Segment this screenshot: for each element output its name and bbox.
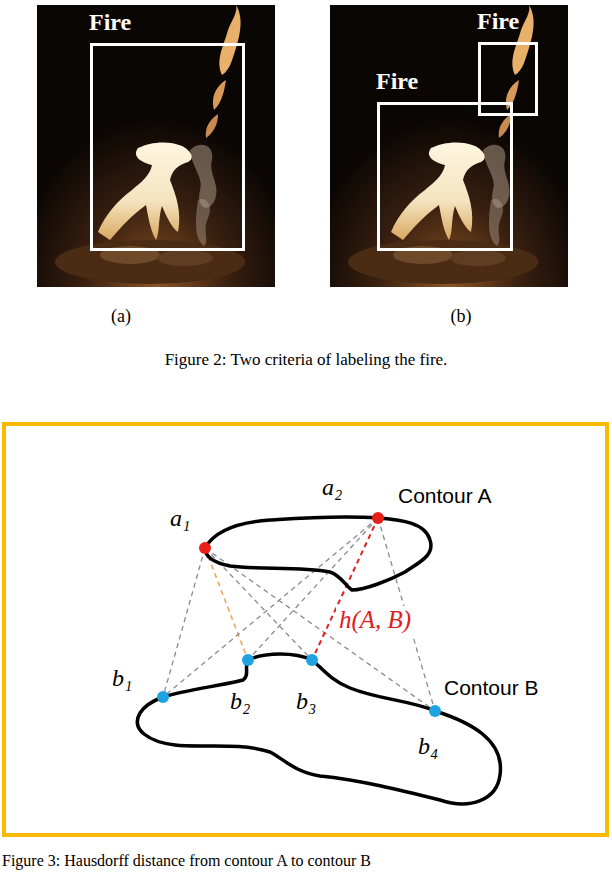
point-label: b₂ xyxy=(230,688,250,716)
contour-point xyxy=(157,691,169,703)
panel-letter: (a) xyxy=(111,306,131,327)
box-label: Fire xyxy=(376,69,418,93)
box-label: Fire xyxy=(89,10,131,34)
bounding-box: Fire xyxy=(90,43,245,251)
distance-lines xyxy=(163,518,435,711)
contour-points xyxy=(157,512,441,717)
contour-point xyxy=(242,654,254,666)
point-label: b₁ xyxy=(112,665,132,693)
point-label: b₄ xyxy=(418,733,438,761)
point-label: a₁ xyxy=(170,505,190,533)
contour-point xyxy=(372,512,384,524)
fire-photo xyxy=(330,5,568,287)
box-label: Fire xyxy=(477,9,519,33)
figure-caption: Figure 2: Two criteria of labeling the f… xyxy=(165,350,448,370)
bounding-box: Fire xyxy=(377,102,513,251)
fire-photo xyxy=(37,5,275,287)
contour-point xyxy=(306,654,318,666)
contour-outline xyxy=(205,517,431,590)
distance-line xyxy=(163,548,205,697)
contour-point xyxy=(199,542,211,554)
distance-label: h(A, B) xyxy=(336,606,414,635)
figure-caption: Figure 3: Hausdorff distance from contou… xyxy=(2,852,371,870)
figure-frame xyxy=(4,424,607,835)
point-label: a₂ xyxy=(322,474,342,502)
point-label: b₃ xyxy=(296,688,316,716)
contour-point xyxy=(429,705,441,717)
distance-line xyxy=(312,518,378,660)
panel-letter: (b) xyxy=(451,306,472,327)
contour-label: Contour A xyxy=(398,484,491,508)
contour-label: Contour B xyxy=(444,676,539,700)
